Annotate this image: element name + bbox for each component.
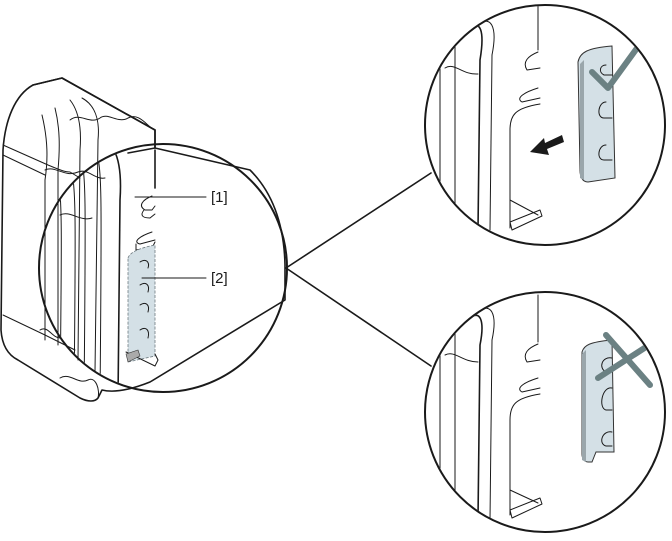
detail-circle-correct xyxy=(424,4,666,246)
connector-line-bottom xyxy=(285,267,432,367)
check-mark-icon xyxy=(589,41,643,91)
callout-label-2: [2] xyxy=(211,270,228,287)
callout-1: [1] xyxy=(134,189,228,206)
cover-plate xyxy=(127,244,156,363)
insert-direction-arrow-icon xyxy=(530,135,564,155)
cover-plate-incorrect xyxy=(581,339,615,463)
detail-circle-incorrect xyxy=(424,291,666,533)
callout-2: [2] xyxy=(141,270,228,287)
connector-line-top xyxy=(285,172,432,269)
main-detail-circle xyxy=(38,143,288,393)
callout-label-1: [1] xyxy=(211,189,228,206)
housing-body xyxy=(0,77,286,402)
